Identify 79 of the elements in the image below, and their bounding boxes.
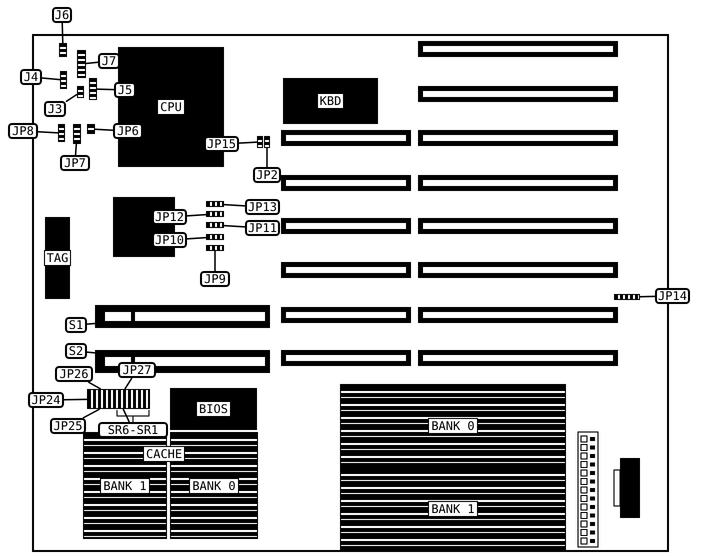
- jumper: [59, 43, 67, 57]
- leader-line: [186, 236, 206, 240]
- leader-line: [42, 77, 60, 80]
- leader-line: [86, 322, 96, 325]
- bios-chip: [170, 388, 257, 430]
- jumper: [58, 124, 65, 142]
- callout-label: JP12: [152, 209, 187, 225]
- simm-bank: [340, 384, 566, 467]
- callout-label: JP26: [55, 366, 93, 382]
- expansion-slot: [95, 350, 270, 373]
- callout-label: JP7: [60, 155, 90, 171]
- callout-label: JP14: [655, 288, 690, 304]
- leader-line: [82, 408, 100, 419]
- leader-line: [66, 94, 78, 102]
- jumper: [206, 222, 224, 228]
- callout-label: J6: [52, 7, 72, 23]
- leader-line: [122, 408, 130, 422]
- memory-label: CACHE: [143, 446, 186, 462]
- leader-line: [266, 148, 268, 167]
- chip-label: KBD: [316, 93, 344, 109]
- jumper: [60, 71, 67, 89]
- leader-line: [96, 88, 114, 90]
- jumper: [89, 78, 97, 100]
- keyboard-controller-chip: [283, 78, 378, 124]
- jumper: [206, 211, 224, 217]
- chip-label: BIOS: [196, 401, 231, 417]
- callout-label: JP27: [118, 362, 156, 378]
- leader-line: [224, 224, 246, 228]
- callout-label: JP13: [245, 199, 280, 215]
- callout-label: JP10: [152, 232, 187, 248]
- jumper: [264, 136, 270, 148]
- jumper: [87, 389, 150, 409]
- callout-label: JP2: [253, 167, 281, 183]
- callout-label: J4: [20, 69, 42, 85]
- leader-line: [74, 144, 78, 156]
- leader-line: [86, 351, 96, 354]
- callout-label: JP9: [200, 271, 230, 287]
- jumper: [206, 234, 224, 240]
- jumper: [614, 294, 640, 300]
- tag-ram-chip: [45, 217, 70, 299]
- chip-label: BANK 1: [428, 500, 478, 516]
- callout-label: S1: [65, 317, 87, 333]
- jumper: [87, 124, 95, 134]
- leader-line: [88, 381, 102, 390]
- jumper: [77, 50, 86, 78]
- leader-line: [38, 131, 58, 134]
- leader-line: [124, 378, 133, 390]
- jumper: [77, 86, 84, 98]
- leader-line: [238, 141, 258, 144]
- leader-line: [214, 251, 216, 271]
- callout-label: JP11: [245, 220, 280, 236]
- jumper: [206, 201, 224, 207]
- callout-label: JP25: [50, 418, 86, 434]
- leader-line: [640, 296, 656, 298]
- callout-label: JP8: [8, 123, 38, 139]
- leader-line: [86, 61, 98, 64]
- callout-label: J3: [44, 101, 66, 117]
- jumper: [206, 245, 224, 251]
- expansion-slot: [95, 305, 270, 328]
- leader-line: [61, 22, 64, 44]
- chip-label: TAG: [44, 250, 72, 266]
- chip-label: BANK 0: [189, 478, 239, 494]
- leader-line: [94, 128, 114, 131]
- simm-bank: [340, 467, 566, 550]
- leader-line: [224, 204, 246, 207]
- jumper: [257, 136, 263, 148]
- chip-label: CPU: [157, 99, 185, 115]
- leader-line: [64, 398, 88, 400]
- jumper: [73, 124, 81, 144]
- leader-line: [186, 214, 206, 217]
- chip-label: BANK 1: [100, 478, 150, 494]
- callout-label: J5: [114, 82, 136, 98]
- callout-label: J7: [98, 53, 120, 69]
- callout-label: JP6: [113, 123, 143, 139]
- callout-label: SR6-SR1: [98, 422, 168, 438]
- callout-label: S2: [65, 343, 87, 359]
- chip-label: BANK 0: [428, 418, 478, 434]
- callout-label: JP24: [28, 392, 64, 408]
- callout-label: JP15: [204, 136, 239, 152]
